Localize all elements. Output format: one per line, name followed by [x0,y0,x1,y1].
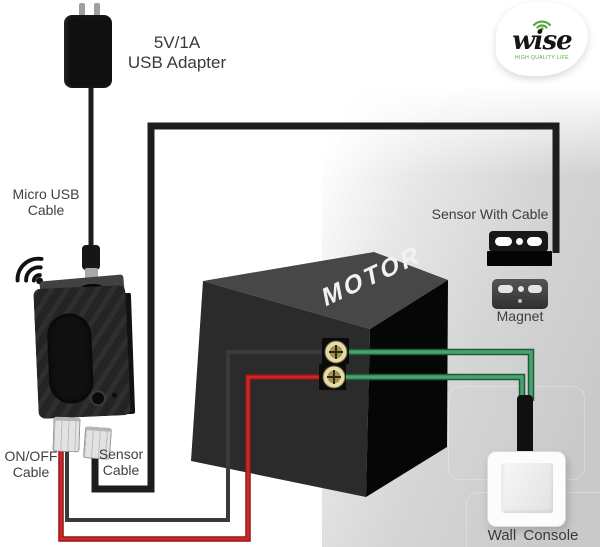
sensor-slot [527,237,542,246]
adapter-label-line2: USB Adapter [127,52,227,72]
wall-console-label: Wall Console [487,527,579,544]
terminal-screw-top [324,340,348,364]
sensor-cable-label-line1: Sensor [98,446,144,462]
adapter-label-line1: 5V/1A [153,33,201,52]
console-cable-sleeve [517,395,533,455]
sensor-with-cable-label: Sensor With Cable [431,206,549,222]
sensor-hole [516,238,523,245]
adapter-prong [94,3,100,19]
micro-usb-label-line2: Cable [27,202,65,219]
sensor-cable-label: Sensor Cable [94,446,148,478]
wall-console-button [501,463,553,513]
sensor-slot [495,237,512,246]
magnet-slots [492,285,548,293]
sensor-cable-label-line2: Cable [102,462,140,479]
magnet-slot [528,285,542,293]
wall-console [487,451,566,527]
usb-adapter [64,15,112,88]
micro-usb-plug [82,245,100,270]
motor-top-face [203,252,448,329]
magnet-label: Magnet [496,308,544,324]
logo-wifi-icon [532,20,552,31]
smart-switch-device [33,285,131,419]
sensor-wire-run [91,122,560,493]
motor-right-face [366,280,448,497]
micro-usb-label-line1: Micro USB [12,186,80,202]
motor-front-face [191,281,370,497]
onoff-red-wire [59,375,324,541]
green-wire-top [347,350,533,401]
onoff-label-line1: ON/OFF [4,448,58,464]
magnet-hole [517,286,524,292]
onoff-label-line2: Cable [12,464,50,481]
device-cutout [46,312,95,405]
brand-tagline: HIGH QUALITY LIFE [515,54,569,61]
door-sensor-base [487,251,552,266]
adapter-label: 5V/1A USB Adapter [118,33,236,72]
terminal-screw-bottom [322,365,346,389]
micro-usb-label: Micro USB Cable [2,186,90,218]
door-sensor [489,231,548,252]
magnet [492,279,548,309]
device-button [89,390,107,407]
green-wire-bottom [345,375,524,401]
onoff-cable-label: ON/OFF Cable [0,448,62,480]
device-led [111,392,118,398]
magnet-slot [498,285,513,293]
magnet-screw-dot [518,299,522,303]
adapter-prong [79,3,85,19]
onoff-black-wire [65,350,326,522]
brand-logo: wise HIGH QUALITY LIFE [496,2,588,76]
brand-name: wise [512,26,572,57]
